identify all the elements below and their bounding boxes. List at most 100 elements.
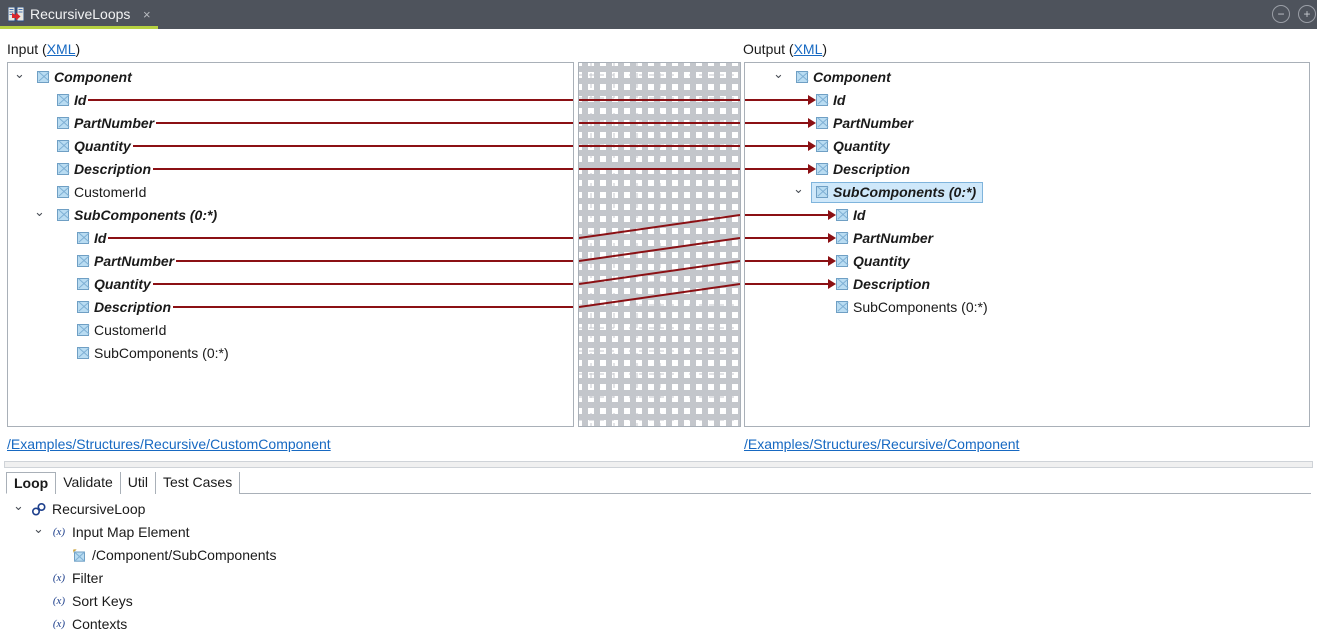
- mapping-connector-line: [88, 99, 573, 101]
- input-tree-row[interactable]: CustomerId: [8, 319, 573, 342]
- loop-tree-row-label: Filter: [72, 570, 104, 586]
- input-path-link[interactable]: /Examples/Structures/Recursive/CustomCom…: [7, 436, 331, 452]
- xml-element-icon: [77, 278, 89, 290]
- expression-function-icon: (x): [52, 595, 66, 607]
- xml-element-icon: [796, 71, 808, 83]
- xml-element-icon: [836, 255, 848, 267]
- mapping-connector-line[interactable]: [579, 214, 740, 239]
- input-label-prefix: Input (: [7, 41, 47, 57]
- output-tree-row[interactable]: Id: [745, 89, 1309, 112]
- expand-collapse-icon[interactable]: [772, 66, 785, 89]
- expand-collapse-icon[interactable]: [32, 521, 45, 544]
- input-structure-tree[interactable]: ComponentIdPartNumberQuantityDescription…: [7, 62, 574, 427]
- output-path-link[interactable]: /Examples/Structures/Recursive/Component: [744, 436, 1020, 452]
- mapping-document-icon: [8, 7, 24, 22]
- input-tree-row-label: SubComponents (0:*): [94, 345, 229, 361]
- editor-tab-title: RecursiveLoops: [30, 6, 131, 22]
- mapping-connector-line: [745, 122, 808, 124]
- output-tree-row[interactable]: Component: [745, 66, 1309, 89]
- loop-tree-row[interactable]: (x) Contexts: [0, 613, 1317, 636]
- xml-element-link-icon: [73, 549, 85, 562]
- loop-tree-row-label: /Component/SubComponents: [92, 547, 277, 563]
- xml-element-icon: [816, 117, 828, 129]
- input-schema-link[interactable]: XML: [46, 41, 76, 57]
- output-tree-row[interactable]: Description: [745, 158, 1309, 181]
- expand-collapse-icon[interactable]: [33, 204, 46, 227]
- input-tree-row[interactable]: SubComponents (0:*): [8, 342, 573, 365]
- mapping-connector-line: [173, 306, 573, 308]
- output-tree-row-label: Component: [813, 69, 891, 85]
- mapping-connection-grid[interactable]: [578, 62, 741, 427]
- loop-tree-row[interactable]: (x) Sort Keys: [0, 590, 1317, 613]
- output-schema-link[interactable]: XML: [793, 41, 823, 57]
- xml-element-icon: [77, 324, 89, 336]
- editor-tab-recursiveloops[interactable]: RecursiveLoops ×: [0, 0, 158, 29]
- input-tree-row[interactable]: Id: [8, 89, 573, 112]
- output-label-prefix: Output (: [743, 41, 794, 57]
- input-tree-row-label: Component: [54, 69, 132, 85]
- expand-collapse-icon[interactable]: [792, 181, 805, 204]
- output-tree-row[interactable]: Quantity: [745, 135, 1309, 158]
- mapping-connector-line[interactable]: [579, 260, 740, 285]
- loop-tree-row-label: Contexts: [72, 616, 128, 632]
- output-tree-row[interactable]: SubComponents (0:*): [745, 181, 1309, 204]
- input-tree-row[interactable]: CustomerId: [8, 181, 573, 204]
- loop-properties-tree[interactable]: RecursiveLoop(x)Input Map Element/Compon…: [0, 498, 1317, 642]
- mapping-connector-line: [108, 237, 573, 239]
- input-tree-row[interactable]: Description: [8, 296, 573, 319]
- close-icon[interactable]: ×: [143, 7, 151, 22]
- mapping-connector-line[interactable]: [579, 283, 740, 308]
- bottom-tab-validate[interactable]: Validate: [55, 472, 121, 494]
- input-tree-row[interactable]: PartNumber: [8, 250, 573, 273]
- bottom-tab-loop[interactable]: Loop: [6, 472, 57, 494]
- mapping-connector-line[interactable]: [579, 237, 740, 262]
- mapping-connector-line: [745, 214, 828, 216]
- expand-collapse-icon[interactable]: [13, 66, 26, 89]
- selected-row-highlight: [811, 182, 984, 203]
- panel-splitter[interactable]: [4, 461, 1313, 468]
- bottom-tab-util[interactable]: Util: [119, 472, 156, 494]
- output-tree-row-label: Quantity: [853, 253, 910, 269]
- input-tree-row[interactable]: Id: [8, 227, 573, 250]
- mapping-connector-line: [745, 99, 808, 101]
- output-tree-row[interactable]: PartNumber: [745, 112, 1309, 135]
- output-tree-row-label: Quantity: [833, 138, 890, 154]
- xml-element-icon: [816, 186, 828, 198]
- loop-tree-row-label: Sort Keys: [72, 593, 133, 609]
- mapping-connector-line: [745, 260, 828, 262]
- output-tree-row[interactable]: Quantity: [745, 250, 1309, 273]
- bottom-tab-test-cases[interactable]: Test Cases: [154, 472, 241, 494]
- input-tree-row-label: Quantity: [74, 138, 131, 154]
- input-tree-row-label: Id: [94, 230, 107, 246]
- expand-all-button[interactable]: +: [1298, 5, 1316, 23]
- input-tree-row[interactable]: Quantity: [8, 135, 573, 158]
- output-tree-row-label: PartNumber: [853, 230, 934, 246]
- output-structure-tree[interactable]: ComponentIdPartNumberQuantityDescription…: [744, 62, 1310, 427]
- xml-element-icon: [816, 94, 828, 106]
- xml-element-icon: [836, 209, 848, 221]
- xml-element-icon: [816, 163, 828, 175]
- mapping-connector-line: [745, 283, 828, 285]
- input-tree-row[interactable]: PartNumber: [8, 112, 573, 135]
- expression-function-icon: (x): [52, 618, 66, 630]
- loop-tree-row[interactable]: /Component/SubComponents: [0, 544, 1317, 567]
- mapping-connector-line: [176, 260, 573, 262]
- output-tree-row[interactable]: Description: [745, 273, 1309, 296]
- connector-arrow-icon: [808, 164, 816, 174]
- mapping-connector-line: [745, 168, 808, 170]
- loop-tree-row[interactable]: (x)Filter: [0, 567, 1317, 590]
- loop-tree-row[interactable]: (x)Input Map Element: [0, 521, 1317, 544]
- output-tree-row[interactable]: Id: [745, 204, 1309, 227]
- input-tree-row[interactable]: Quantity: [8, 273, 573, 296]
- output-tree-row[interactable]: PartNumber: [745, 227, 1309, 250]
- output-tree-row[interactable]: SubComponents (0:*): [745, 296, 1309, 319]
- xml-element-icon: [836, 301, 848, 313]
- expand-collapse-icon[interactable]: [12, 498, 25, 521]
- collapse-all-button[interactable]: −: [1272, 5, 1290, 23]
- input-tree-row[interactable]: SubComponents (0:*): [8, 204, 573, 227]
- input-tree-row[interactable]: Component: [8, 66, 573, 89]
- input-tree-row[interactable]: Description: [8, 158, 573, 181]
- output-panel-label: Output (XML): [743, 41, 827, 57]
- loop-tree-row[interactable]: RecursiveLoop: [0, 498, 1317, 521]
